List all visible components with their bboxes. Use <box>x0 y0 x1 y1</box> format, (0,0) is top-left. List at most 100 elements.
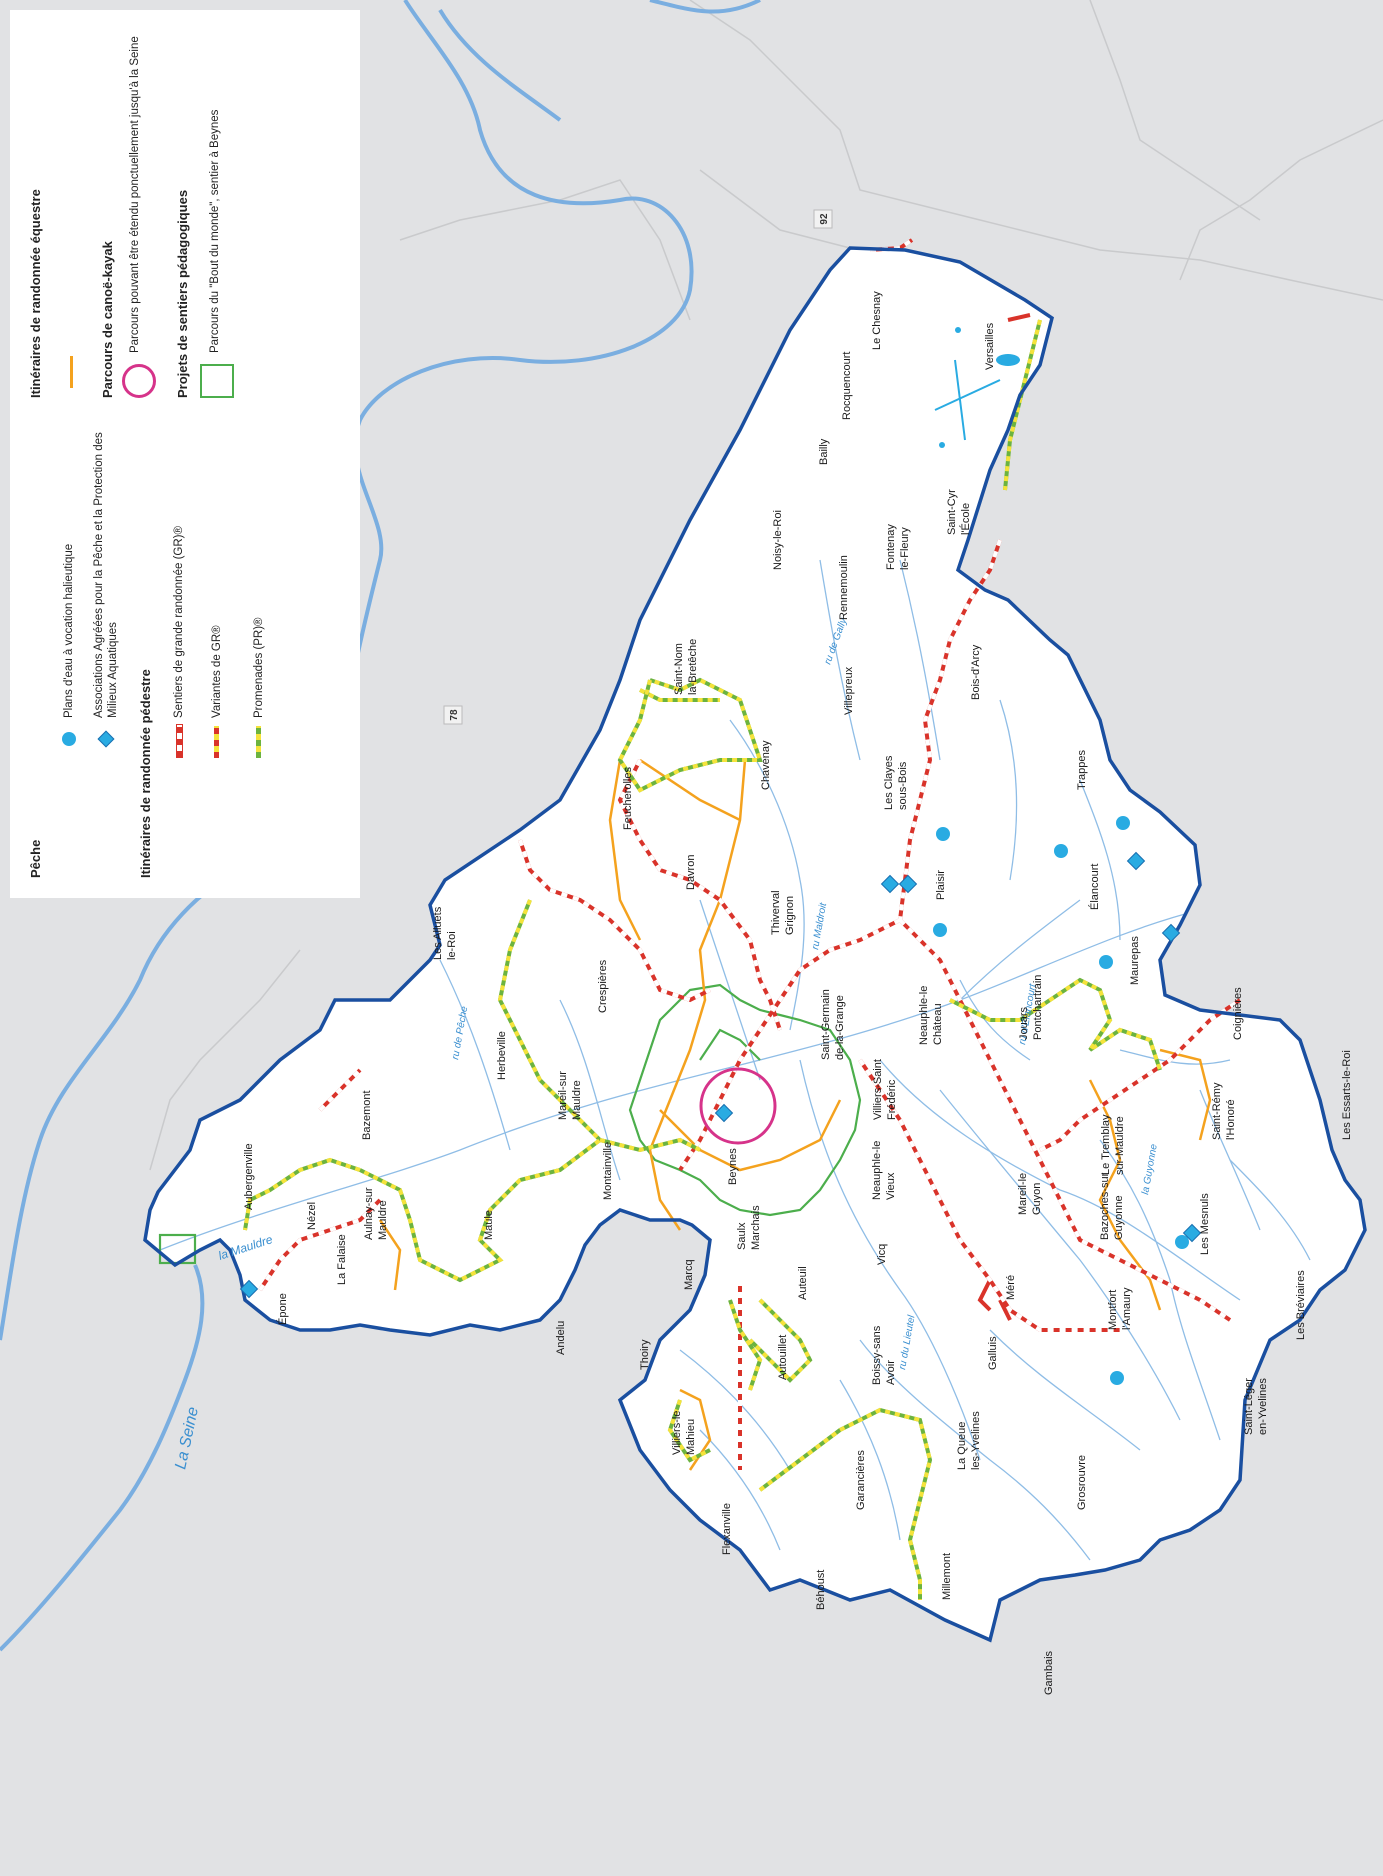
town-label: les-Yvelines <box>970 1411 982 1470</box>
town-label: Méré <box>1005 1275 1017 1300</box>
town-label: Neauphle-le <box>918 986 930 1045</box>
territory-border <box>143 246 1367 1643</box>
dept-badge-92: 92 <box>813 209 833 229</box>
town-label: Millemont <box>941 1553 953 1600</box>
town-label: Saint-Cyr <box>946 489 958 535</box>
town-label: Frédéric <box>886 1079 898 1120</box>
legend-plans-eau: Plans d'eau à vocation halieutique <box>63 543 75 718</box>
legend-pedago-title: Projets de sentiers pédagogiques <box>175 189 190 398</box>
legend-gr-symbol <box>176 724 183 758</box>
town-label: Béhoust <box>815 1570 827 1610</box>
town-label: en-Yvelines <box>1257 1378 1269 1435</box>
legend-equestre-symbol <box>70 356 73 388</box>
town-label: Château <box>932 1003 944 1045</box>
town-label: Marcq <box>683 1259 695 1290</box>
pond-marker <box>1110 1371 1124 1385</box>
canoe-circle-marker <box>699 1067 777 1145</box>
fishing-ponds <box>933 816 1189 1385</box>
town-label: Aubergenville <box>243 1143 255 1210</box>
town-label: Les Essarts-le-Roi <box>1341 1050 1353 1140</box>
versailles-ponds <box>934 327 1020 448</box>
town-label: Chavenay <box>760 740 772 790</box>
town-label: Saint-Nom <box>673 643 685 695</box>
dept-badge-78: 78 <box>443 705 463 725</box>
town-label: Avoir <box>885 1360 897 1385</box>
association-markers <box>239 851 1202 1299</box>
town-label: Mahieu <box>685 1419 697 1455</box>
association-diamond <box>1126 851 1146 871</box>
town-label: Saint-Léger <box>1243 1378 1255 1435</box>
town-label: Herbeville <box>496 1031 508 1080</box>
town-label: Saint-Rémy <box>1211 1082 1223 1140</box>
town-labels: Le Chesnay Versailles Rocquencourt Baill… <box>243 291 1353 1695</box>
town-label: Davron <box>685 855 697 890</box>
town-label: Marchais <box>750 1205 762 1250</box>
town-label: Fontenay <box>885 524 897 570</box>
water-label-seine: La Seine <box>172 1405 202 1470</box>
town-label: Guyonne <box>1113 1195 1125 1240</box>
town-label: Mareil-le <box>1017 1173 1029 1215</box>
town-label: sous-Bois <box>897 761 909 810</box>
river-network <box>159 559 1311 1561</box>
town-label: Bailly <box>818 438 830 465</box>
association-diamond <box>1182 1223 1202 1243</box>
association-diamond <box>1161 923 1181 943</box>
association-diamond <box>714 1103 734 1123</box>
town-label: La Queue <box>956 1422 968 1470</box>
pond-marker <box>1054 844 1068 858</box>
equestrian-trails <box>378 758 1212 1471</box>
town-label: Villiers-le <box>671 1411 683 1455</box>
town-label: le-Roi <box>446 931 458 960</box>
town-label: Mareil-sur <box>557 1071 569 1120</box>
town-label: Élancourt <box>1088 864 1101 910</box>
town-label: Versailles <box>984 322 996 370</box>
town-label: sur-Mauldre <box>1114 1116 1126 1175</box>
town-label: Beynes <box>727 1148 739 1185</box>
town-label: Pontchartrain <box>1032 975 1044 1040</box>
town-label: Noisy-le-Roi <box>772 510 784 570</box>
dept-label: 78 <box>449 709 460 721</box>
legend-promenades: Promenades (PR)® <box>253 617 265 718</box>
pond-marker <box>1175 1235 1189 1249</box>
legend-pedestre-title: Itinéraires de randonnée pédestre <box>138 669 153 878</box>
town-label: Coignières <box>1232 987 1244 1040</box>
pond-marker <box>1099 955 1113 969</box>
legend-panel: Pêche Plans d'eau à vocation halieutique… <box>10 10 360 898</box>
town-label: la-Bretêche <box>687 639 699 695</box>
town-label: l'École <box>959 503 972 535</box>
town-label: Nézel <box>306 1202 318 1230</box>
town-label: La Falaise <box>336 1234 348 1285</box>
town-label: Bois-d'Arcy <box>970 644 982 700</box>
town-label: Thoiry <box>639 1339 651 1370</box>
town-label: Les Mesnuls <box>1199 1193 1211 1255</box>
town-label: Les Clayes <box>883 755 895 810</box>
dept-label: 92 <box>819 213 830 225</box>
legend-canoe-symbol <box>122 364 156 398</box>
town-label: Rennemoulin <box>838 555 850 620</box>
town-label: Mauldre <box>571 1080 583 1120</box>
town-label: Grosrouvre <box>1076 1455 1088 1510</box>
town-label: Maule <box>483 1210 495 1240</box>
legend-gr: Sentiers de grande randonnée (GR)® <box>173 526 185 718</box>
legend-promenades-symbol <box>256 726 261 758</box>
town-label: Villepreux <box>843 666 855 715</box>
town-label: Saulx <box>736 1222 748 1250</box>
pond-marker <box>1116 816 1130 830</box>
neighbour-boundaries <box>149 0 1383 1171</box>
town-label: Maurepas <box>1129 936 1141 985</box>
town-label: le-Fleury <box>899 527 911 570</box>
town-label: Bazemont <box>361 1090 373 1140</box>
town-label: Mauldre <box>377 1200 389 1240</box>
gr-trails <box>258 238 1242 1470</box>
town-label: Montfort <box>1107 1290 1119 1330</box>
town-label: Garancières <box>855 1450 867 1510</box>
town-label: Crespières <box>597 959 609 1013</box>
town-label: Bazoches-sur <box>1099 1172 1111 1240</box>
legend-canoe-title: Parcours de canoë-kayak <box>100 241 115 398</box>
town-label: Vicq <box>876 1244 888 1265</box>
town-label: Villiers-Saint <box>872 1059 884 1120</box>
town-label: Boissy-sans <box>871 1325 883 1385</box>
town-label: l'Honoré <box>1225 1099 1237 1140</box>
town-label: Flexanville <box>721 1503 733 1555</box>
